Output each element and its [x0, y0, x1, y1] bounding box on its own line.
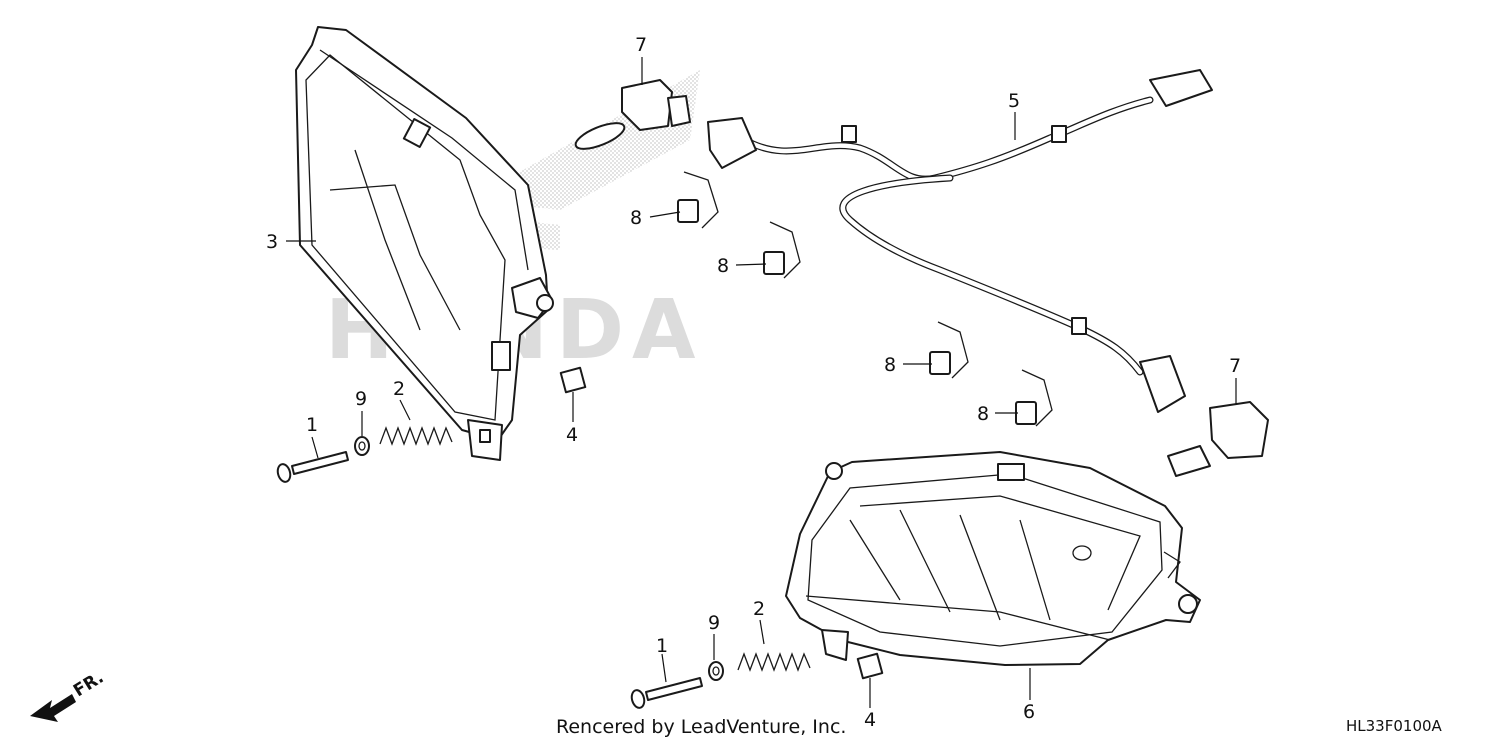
callout-1: 1 [306, 414, 318, 436]
leader-lines [286, 57, 1237, 708]
callout-1: 1 [656, 635, 668, 657]
callout-4: 4 [566, 424, 578, 446]
callout-labels: 7 5 3 8 8 8 8 7 9 2 1 4 9 2 1 4 6 [266, 34, 1241, 731]
callout-8: 8 [630, 207, 642, 229]
clip-8b[interactable] [763, 221, 801, 279]
headlight-upper-part-3[interactable] [295, 26, 554, 461]
clip-8c[interactable] [929, 321, 969, 379]
callout-8: 8 [717, 255, 729, 277]
callout-4: 4 [864, 709, 876, 731]
nut-4b[interactable] [856, 652, 884, 680]
callout-7: 7 [635, 34, 647, 56]
washer-9b[interactable] [708, 661, 724, 681]
front-arrow-icon [30, 694, 76, 722]
diagram-code: HL33F0100A [1346, 717, 1443, 735]
bolt-1a[interactable] [276, 451, 349, 483]
callout-8: 8 [884, 354, 896, 376]
callout-5: 5 [1008, 90, 1020, 112]
clip-8d[interactable] [1015, 369, 1053, 427]
headlight-lower-part-6[interactable] [785, 451, 1201, 666]
nut-4a[interactable] [559, 366, 587, 394]
callout-2: 2 [753, 598, 765, 620]
callout-9: 9 [355, 388, 367, 410]
callout-7: 7 [1229, 355, 1241, 377]
callout-6: 6 [1023, 701, 1035, 723]
bulb-lower-part-7[interactable] [1167, 401, 1269, 477]
spring-2b[interactable] [737, 652, 811, 672]
callout-9: 9 [708, 612, 720, 634]
callout-8: 8 [977, 403, 989, 425]
spring-2a[interactable] [379, 426, 453, 446]
render-credit: Rencered by LeadVenture, Inc. [556, 716, 846, 738]
callout-2: 2 [393, 378, 405, 400]
wire-harness-part-5[interactable] [707, 69, 1213, 413]
bolt-1b[interactable] [630, 677, 703, 709]
front-direction-indicator: FR. [30, 668, 107, 722]
washer-9a[interactable] [354, 436, 370, 456]
bulb-upper-part-7[interactable] [573, 79, 691, 154]
direction-label: FR. [70, 668, 107, 702]
clip-8a[interactable] [677, 171, 719, 229]
callout-3: 3 [266, 231, 278, 253]
